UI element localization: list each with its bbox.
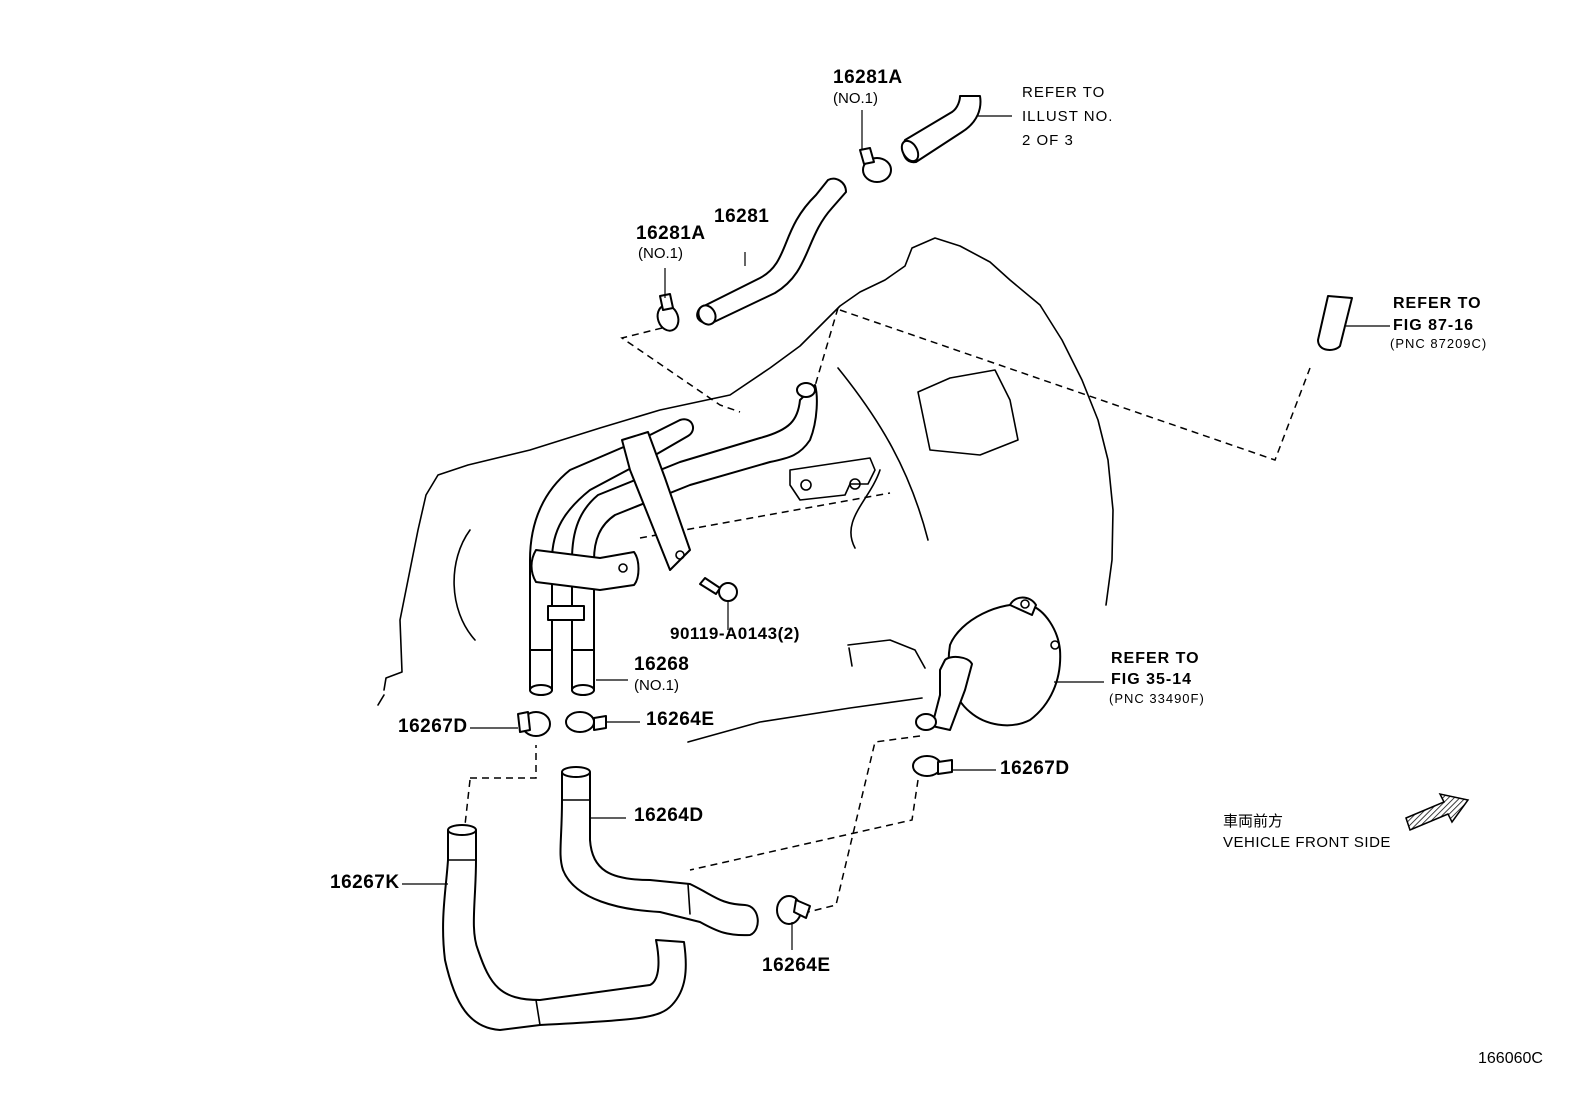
callout-16264E-lower[interactable]: 16264E [762, 955, 831, 976]
bolt-90119 [699, 577, 738, 630]
hose-16281 [696, 177, 847, 326]
callout-16267D-left[interactable]: 16267D [398, 716, 468, 737]
callout-16281A-top[interactable]: 16281A [833, 67, 903, 88]
ref-fig35-line3: (PNC 33490F) [1109, 691, 1205, 706]
engine-outline [377, 237, 1114, 743]
callout-16268[interactable]: 16268 [634, 654, 690, 675]
clamp-16264E-lower [776, 895, 811, 925]
clamp-16281A-left [656, 293, 680, 332]
vehicle-front-label-jp: 車両前方 [1223, 813, 1284, 830]
front-direction-arrow-icon [1405, 792, 1470, 832]
vehicle-front-label-en: VEHICLE FRONT SIDE [1223, 834, 1391, 851]
pipe-assembly-16268 [529, 382, 818, 696]
ref-fig87-line3: (PNC 87209C) [1390, 336, 1488, 351]
callout-16267K[interactable]: 16267K [330, 872, 400, 893]
ref-fig87-line2[interactable]: FIG 87-16 [1393, 317, 1475, 334]
callout-16264D[interactable]: 16264D [634, 805, 704, 826]
hose-16264D [559, 766, 759, 937]
clamp-16264E-upper [565, 711, 607, 733]
callout-leaders [402, 110, 1390, 950]
callout-90119-A0143[interactable]: 90119-A0143(2) [670, 624, 800, 643]
callout-16267D-right[interactable]: 16267D [1000, 758, 1070, 779]
water-outlet-component [915, 596, 1062, 731]
callout-16268-note: (NO.1) [634, 677, 679, 694]
callout-16281A-left[interactable]: 16281A [636, 223, 706, 244]
hose-upper-right [900, 95, 982, 164]
ref-fig35-line2[interactable]: FIG 35-14 [1111, 671, 1193, 688]
clamp-16281A-top [859, 147, 892, 183]
clamp-16267D-left [517, 711, 551, 737]
callout-16281[interactable]: 16281 [714, 206, 770, 227]
ref-illust-line1: REFER TO [1022, 84, 1106, 101]
hose-16267K [442, 824, 687, 1031]
ref-illust-line3: 2 OF 3 [1022, 132, 1074, 149]
ref-fig35-line1: REFER TO [1111, 650, 1200, 667]
illustration-id: 166060C [1478, 1050, 1543, 1067]
hose-87209C [1317, 295, 1353, 351]
clamp-16267D-right [912, 755, 953, 777]
callout-16281A-left-note: (NO.1) [638, 245, 683, 262]
ref-illust-line2: ILLUST NO. [1022, 108, 1114, 125]
callout-16264E-upper[interactable]: 16264E [646, 709, 715, 730]
ref-fig87-line1: REFER TO [1393, 295, 1482, 312]
callout-16281A-top-note: (NO.1) [833, 90, 878, 107]
